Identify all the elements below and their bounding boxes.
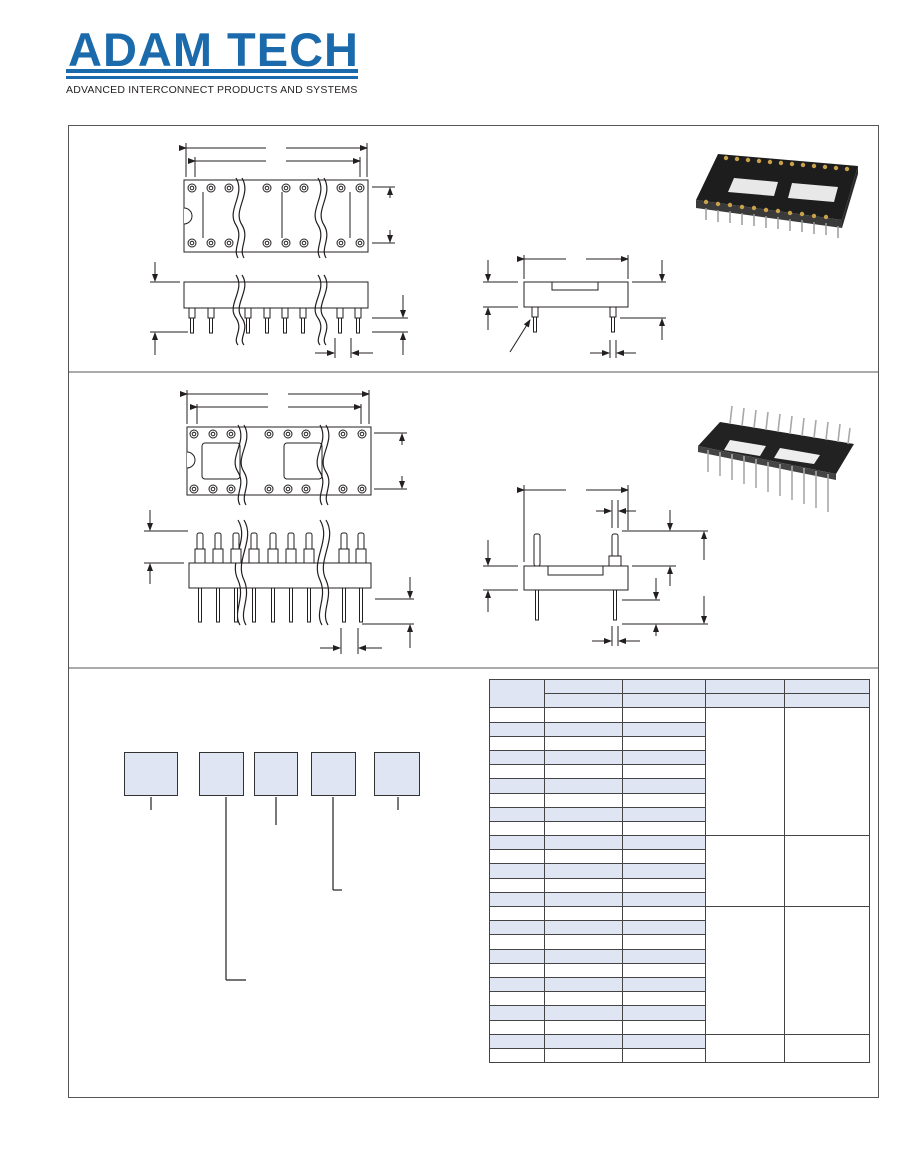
table-row: [489, 1019, 870, 1035]
logo-rule-top: [66, 69, 358, 73]
table-row: [489, 905, 870, 1035]
table-row: [489, 778, 870, 794]
part-number-box-1: [124, 752, 178, 796]
dip-socket-wire-wrap-photo: [698, 405, 854, 512]
table-row: [489, 721, 870, 737]
part-number-box-2: [199, 752, 244, 796]
table-row: [489, 962, 870, 978]
table-row: [489, 1005, 870, 1021]
logo-rule-bottom: [66, 76, 358, 79]
table-row: [489, 707, 870, 837]
brand-tagline: ADVANCED INTERCONNECT PRODUCTS AND SYSTE…: [66, 84, 358, 96]
table-row: [489, 749, 870, 766]
table-subheader-row: [490, 693, 870, 709]
table-row: [489, 792, 870, 808]
brand-logo: ADAM TECH: [66, 23, 362, 94]
part-number-box-5: [374, 752, 420, 796]
table-row: [489, 835, 870, 907]
part-number-box-4: [311, 752, 356, 796]
part-number-box-3: [254, 752, 298, 796]
table-header-row: [489, 678, 870, 709]
table-row: [489, 806, 870, 822]
logo-wordmark: ADAM TECH: [68, 23, 359, 76]
datasheet-frame: [68, 125, 879, 1098]
dip-socket-low-profile-photo: [696, 154, 858, 238]
dimension-table: [489, 678, 870, 1064]
table-row: [489, 1047, 870, 1064]
table-row: [489, 991, 870, 1007]
table-row: [489, 877, 870, 893]
table-row: [489, 1033, 870, 1064]
table-row: [489, 934, 870, 950]
